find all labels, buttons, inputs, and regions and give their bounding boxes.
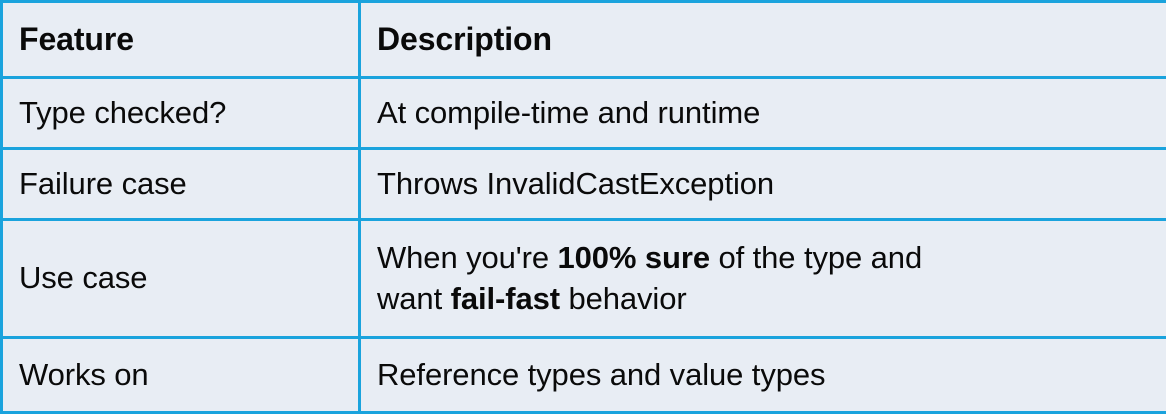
cell-description-use-case: When you're 100% sure of the type and wa… [360, 220, 1166, 338]
cell-description-failure-case: Throws InvalidCastException [360, 149, 1166, 220]
table-row: Use case When you're 100% sure of the ty… [2, 220, 1166, 338]
cell-feature-type-checked: Type checked? [2, 78, 360, 149]
description-bold-segment: fail-fast [451, 281, 560, 316]
table-header-row: Feature Description [2, 2, 1166, 78]
description-bold-segment: 100% sure [557, 240, 709, 275]
column-header-description: Description [360, 2, 1166, 78]
table-body: Type checked? At compile-time and runtim… [2, 78, 1166, 413]
table-row: Failure case Throws InvalidCastException [2, 149, 1166, 220]
table-row: Works on Reference types and value types [2, 338, 1166, 413]
description-text-segment: of the type and [710, 240, 922, 275]
cell-description-works-on: Reference types and value types [360, 338, 1166, 413]
cell-description-type-checked: At compile-time and runtime [360, 78, 1166, 149]
description-line-2: want fail-fast behavior [377, 279, 1150, 319]
cell-feature-failure-case: Failure case [2, 149, 360, 220]
description-text-segment: behavior [560, 281, 687, 316]
cell-feature-works-on: Works on [2, 338, 360, 413]
description-line-1: When you're 100% sure of the type and [377, 238, 1150, 278]
cell-feature-use-case: Use case [2, 220, 360, 338]
description-text-segment: When you're [377, 240, 557, 275]
description-text-segment: want [377, 281, 451, 316]
table-header: Feature Description [2, 2, 1166, 78]
table-row: Type checked? At compile-time and runtim… [2, 78, 1166, 149]
column-header-feature: Feature [2, 2, 360, 78]
